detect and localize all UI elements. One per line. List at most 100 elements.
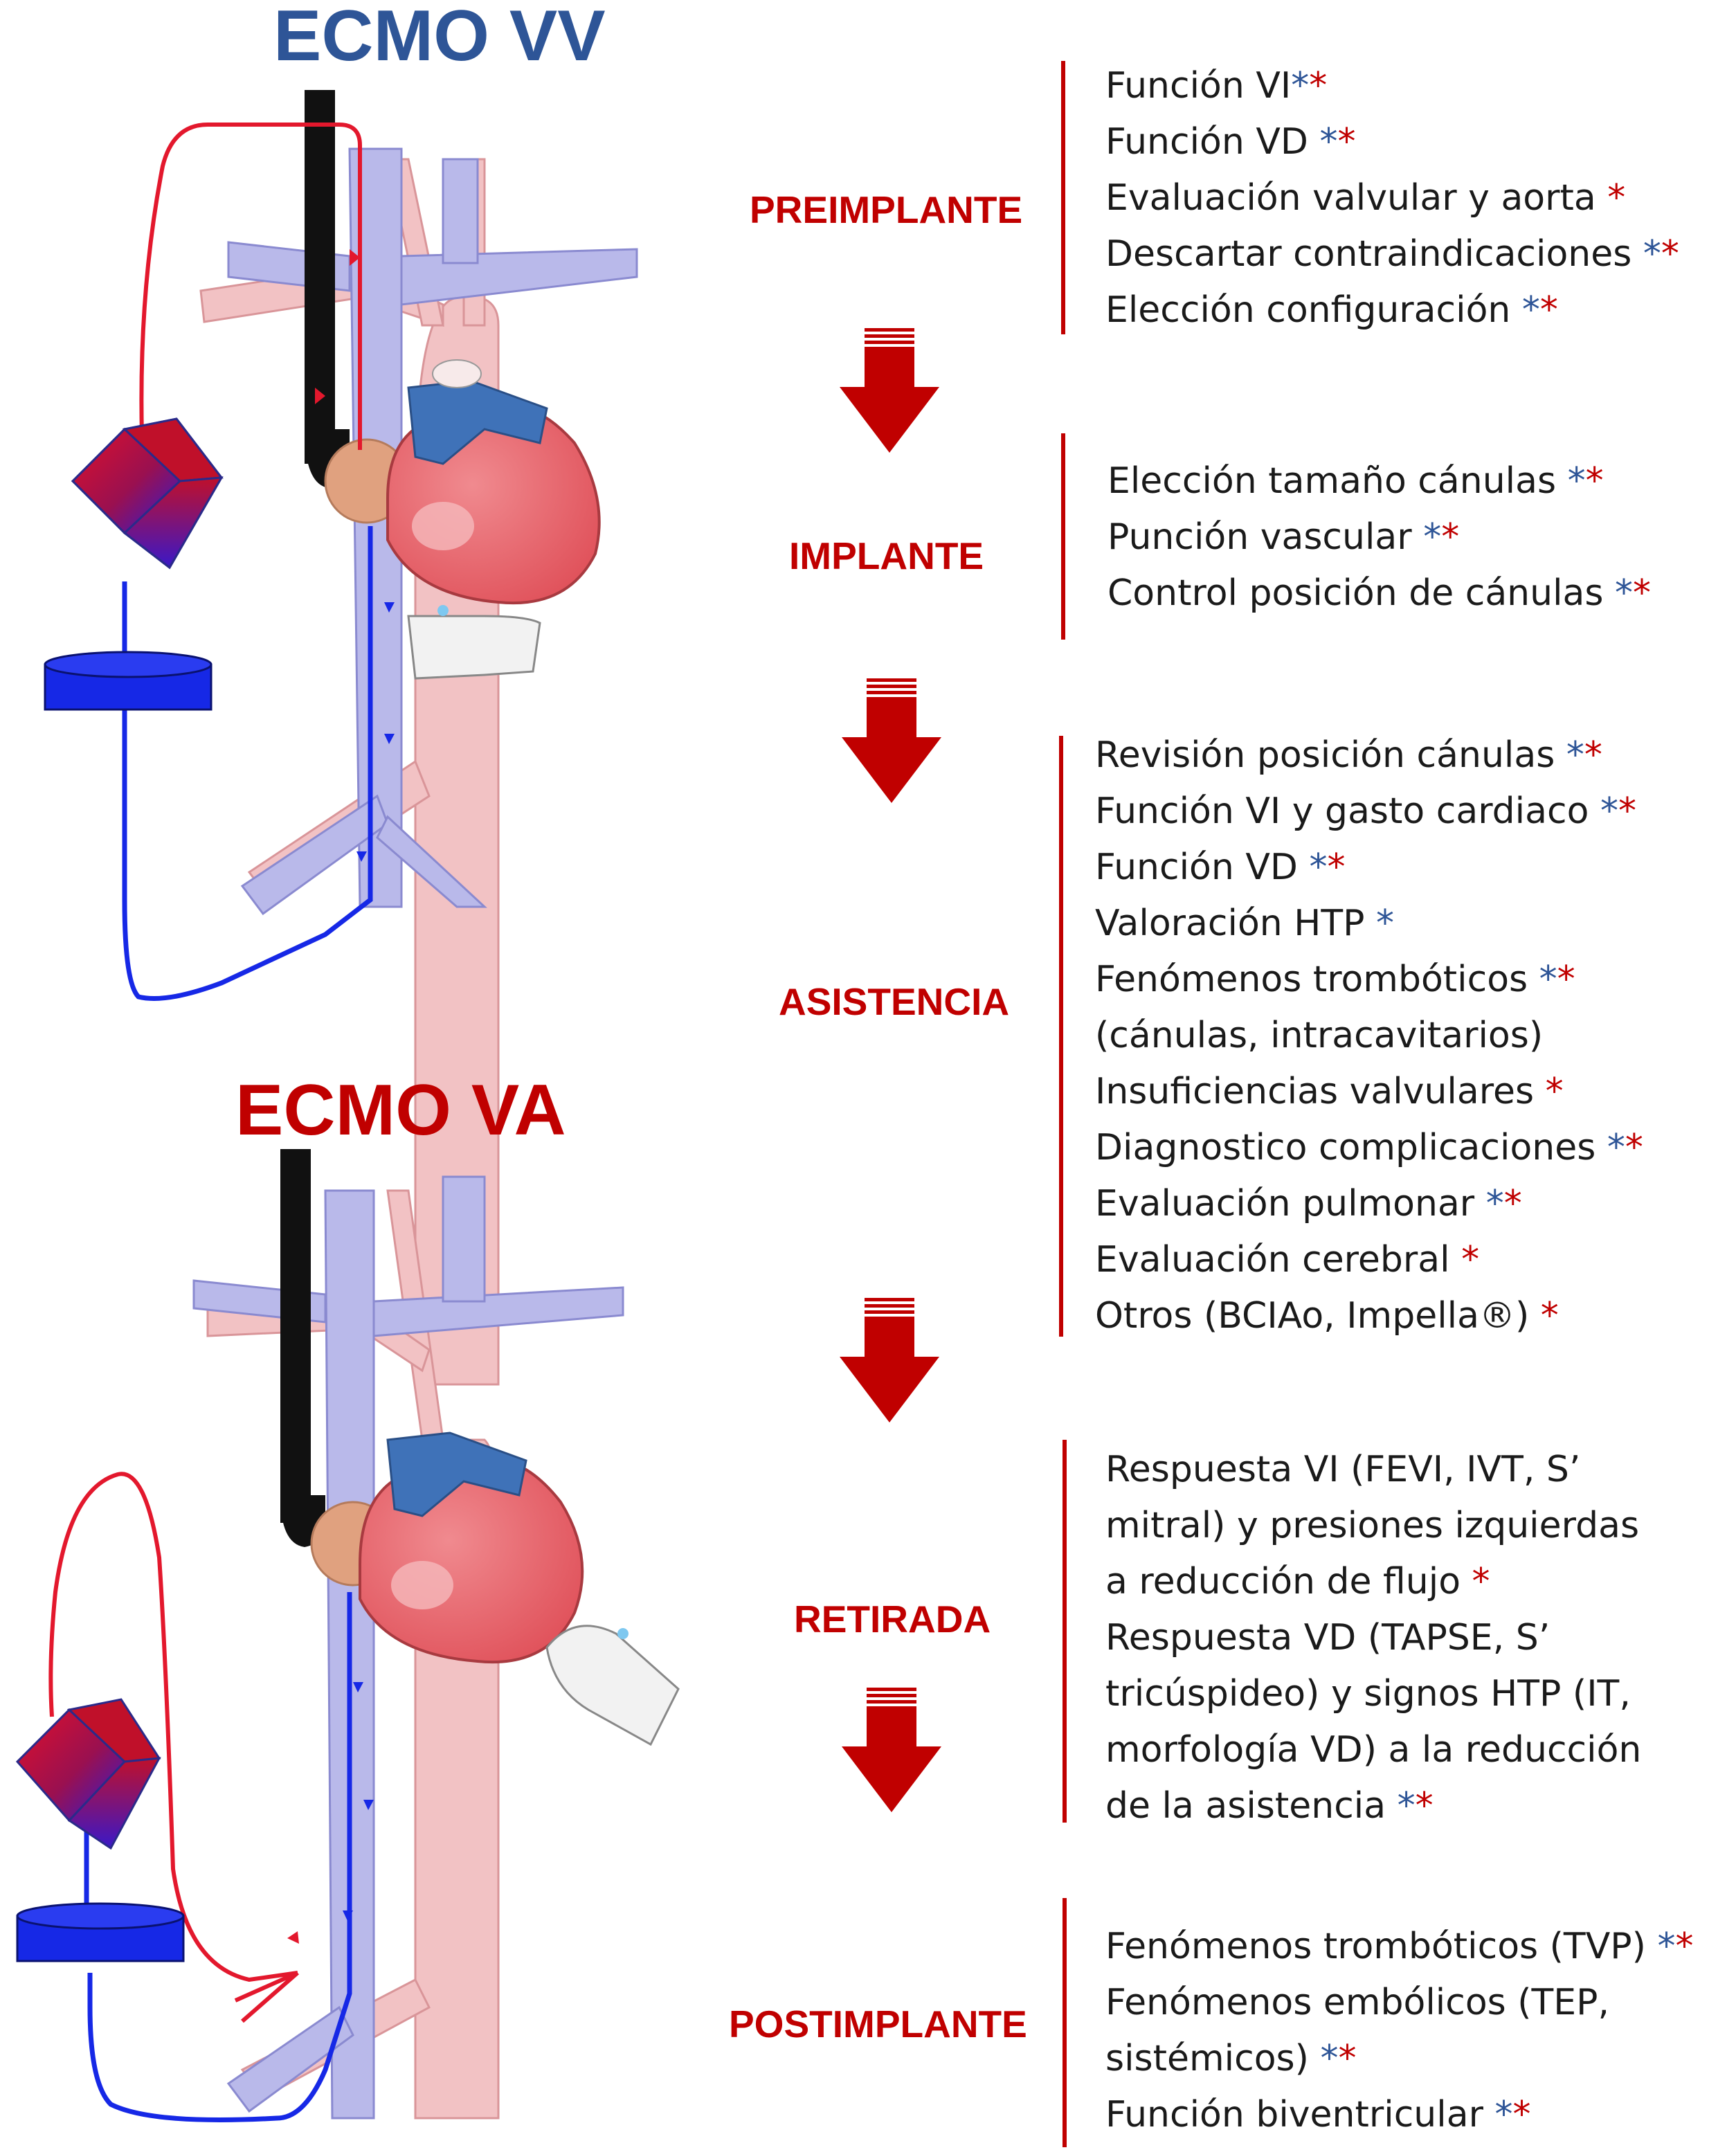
asterisk-red: *	[1584, 734, 1602, 776]
phase-item-text: Respuesta VI (FEVI, IVT, S’	[1105, 1449, 1581, 1490]
asterisk-red: *	[1618, 791, 1636, 832]
phase-item: de la asistencia **	[1105, 1778, 1641, 1834]
phase-item: Elección configuración **	[1105, 282, 1679, 338]
tee-probe-icon	[280, 1149, 311, 1523]
phase-label: ASISTENCIA	[779, 980, 1010, 1023]
phase-item: mitral) y presiones izquierdas	[1105, 1498, 1641, 1554]
phase-item-text: (cánulas, intracavitarios)	[1095, 1015, 1544, 1056]
asterisk-red: *	[1633, 572, 1652, 614]
phase-item-list: Fenómenos trombóticos (TVP) **Fenómenos …	[1105, 1919, 1693, 2143]
flow-arrows	[840, 328, 941, 1812]
asterisk-red: *	[1472, 1561, 1490, 1602]
asterisk-red: *	[1309, 65, 1328, 107]
phase-item-text: tricúspideo) y signos HTP (IT,	[1105, 1673, 1631, 1715]
asterisk-red: *	[1675, 1926, 1694, 1967]
phase-item: Control posición de cánulas **	[1107, 566, 1651, 622]
phase-divider	[1061, 433, 1065, 640]
phase-item-text: mitral) y presiones izquierdas	[1105, 1505, 1640, 1546]
asterisk-blue: *	[1566, 734, 1584, 776]
drainage-cannula-blue	[87, 1592, 352, 2122]
phase-label: IMPLANTE	[789, 534, 984, 577]
phase-item-text: Función VD	[1095, 847, 1310, 888]
phase-item-text: Respuesta VD (TAPSE, S’	[1105, 1617, 1550, 1659]
phase-divider	[1063, 1440, 1067, 1823]
phase-item: Diagnostico complicaciones **	[1095, 1120, 1643, 1176]
phase-item-text: Función VI	[1105, 65, 1292, 107]
pump-disc-icon	[16, 1902, 185, 1962]
oxygenator-cube-icon	[15, 1698, 161, 1850]
asterisk-blue: *	[1319, 121, 1338, 163]
vena-cava	[348, 147, 403, 908]
phase-item: Respuesta VI (FEVI, IVT, S’	[1105, 1442, 1641, 1498]
asterisk-blue: *	[1485, 1183, 1504, 1225]
phase-item-text: Función biventricular	[1105, 2094, 1495, 2135]
pulmonary-artery	[386, 1431, 527, 1517]
asterisk-red: *	[1625, 1127, 1643, 1168]
down-arrow-icon	[842, 678, 941, 803]
phase-item: Evaluación valvular y aorta *	[1105, 170, 1679, 226]
phase-divider	[1061, 61, 1065, 334]
asterisk-red: *	[1441, 516, 1460, 558]
return-cannula-red	[139, 123, 362, 450]
phase-label: RETIRADA	[794, 1598, 991, 1641]
asterisk-red: *	[1585, 460, 1604, 502]
phase-item: Fenómenos embólicos (TEP,	[1105, 1975, 1693, 2031]
ultrasound-probe-icon	[545, 1625, 680, 1746]
jugular-vein-right	[442, 158, 479, 264]
ecmo-va-anatomy	[15, 1149, 680, 2122]
asterisk-red: *	[1338, 2038, 1357, 2079]
phase-item-text: Elección configuración	[1105, 289, 1522, 331]
asterisk-red: *	[1545, 1071, 1564, 1112]
phase-item-text: Fenómenos trombóticos	[1095, 959, 1539, 1000]
phase-item-text: Insuficiencias valvulares	[1095, 1071, 1546, 1112]
phase-item: Otros (BCIAo, Impella®) *	[1095, 1288, 1643, 1344]
phase-divider	[1063, 1898, 1067, 2147]
phase-item-text: Fenómenos trombóticos (TVP)	[1105, 1926, 1658, 1967]
phase-item-text: Función VI y gasto cardiaco	[1095, 791, 1600, 832]
phase-item: Punción vascular **	[1107, 509, 1651, 566]
phase-item-text: Control posición de cánulas	[1107, 572, 1616, 614]
phase-item-text: Revisión posición cánulas	[1095, 734, 1566, 776]
asterisk-red: *	[1540, 1295, 1559, 1337]
asterisk-blue: *	[1494, 2094, 1513, 2135]
phase-item-list: Revisión posición cánulas **Función VI y…	[1095, 728, 1643, 1344]
phase-item: tricúspideo) y signos HTP (IT,	[1105, 1666, 1641, 1722]
phase-item: Función biventricular **	[1105, 2087, 1693, 2143]
tee-probe-icon	[305, 90, 335, 464]
ultrasound-probe-icon	[407, 615, 541, 680]
asterisk-red: *	[1539, 289, 1558, 331]
phase-item-text: Otros (BCIAo, Impella®)	[1095, 1295, 1541, 1337]
phase-item-text: Función VD	[1105, 121, 1320, 163]
asterisk-red: *	[1503, 1183, 1522, 1225]
asterisk-red: *	[1607, 177, 1626, 219]
asterisk-blue: *	[1309, 847, 1328, 888]
phase-item-text: morfología VD) a la reducción	[1105, 1729, 1642, 1771]
phase-item-text: Evaluación cerebral	[1095, 1239, 1462, 1281]
asterisk-blue: *	[1615, 572, 1634, 614]
phase-label: POSTIMPLANTE	[729, 2003, 1027, 2045]
phase-item-text: Evaluación valvular y aorta	[1105, 177, 1608, 219]
asterisk-blue: *	[1397, 1785, 1416, 1827]
asterisk-blue: *	[1291, 65, 1310, 107]
phase-item: (cánulas, intracavitarios)	[1095, 1008, 1643, 1064]
phase-item: Revisión posición cánulas **	[1095, 728, 1643, 784]
phase-item-text: Elección tamaño cánulas	[1107, 460, 1568, 502]
asterisk-red: *	[1512, 2094, 1531, 2135]
down-arrow-icon	[840, 328, 939, 453]
phase-item: morfología VD) a la reducción	[1105, 1722, 1641, 1778]
phase-item-text: Diagnostico complicaciones	[1095, 1127, 1607, 1168]
phase-divider	[1059, 736, 1063, 1337]
phase-item: a reducción de flujo *	[1105, 1554, 1641, 1610]
phase-item: Valoración HTP *	[1095, 896, 1643, 952]
phase-item: Evaluación cerebral *	[1095, 1232, 1643, 1288]
pump-disc-icon	[44, 651, 213, 711]
phase-item: Descartar contraindicaciones **	[1105, 226, 1679, 282]
phase-item-text: Punción vascular	[1107, 516, 1424, 558]
asterisk-blue: *	[1423, 516, 1442, 558]
down-arrow-icon	[840, 1298, 939, 1422]
asterisk-red: *	[1337, 121, 1356, 163]
asterisk-blue: *	[1643, 233, 1661, 275]
phase-item: Evaluación pulmonar **	[1095, 1176, 1643, 1232]
oxygenator-cube-icon	[71, 417, 224, 570]
